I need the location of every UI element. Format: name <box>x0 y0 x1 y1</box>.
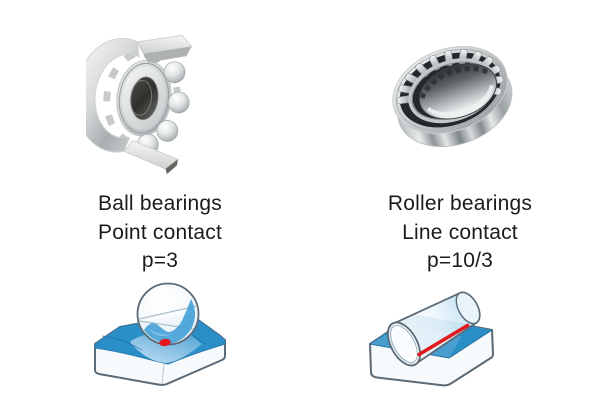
caption-line-exponent: p=3 <box>141 249 179 272</box>
contact-point-marker <box>159 338 171 347</box>
ball-bearing-graphic <box>86 34 193 175</box>
ball-bearing-caption: Ball bearings Point contact p=3 <box>30 190 290 276</box>
ball-bearing-photo <box>86 34 193 175</box>
roller-bearing-caption: Roller bearings Line contact p=10/3 <box>330 190 590 276</box>
bearing-outer-ring <box>86 37 140 153</box>
point-contact-diagram <box>94 282 226 386</box>
roller-bearing-graphic <box>392 46 513 148</box>
caption-line-type: Roller bearings <box>387 192 533 215</box>
caption-line-type: Ball bearings <box>97 192 222 215</box>
roller-cylinder <box>387 291 481 367</box>
roller-bearing-photo <box>392 46 513 148</box>
caption-line-contact: Line contact <box>402 220 518 244</box>
caption-line-exponent: p=10/3 <box>426 249 493 272</box>
ball-sphere <box>136 282 200 346</box>
line-contact-diagram <box>369 291 494 387</box>
sphere-reflection <box>144 299 196 344</box>
caption-line-contact: Point contact <box>97 220 222 244</box>
contact-line-marker <box>417 323 470 357</box>
